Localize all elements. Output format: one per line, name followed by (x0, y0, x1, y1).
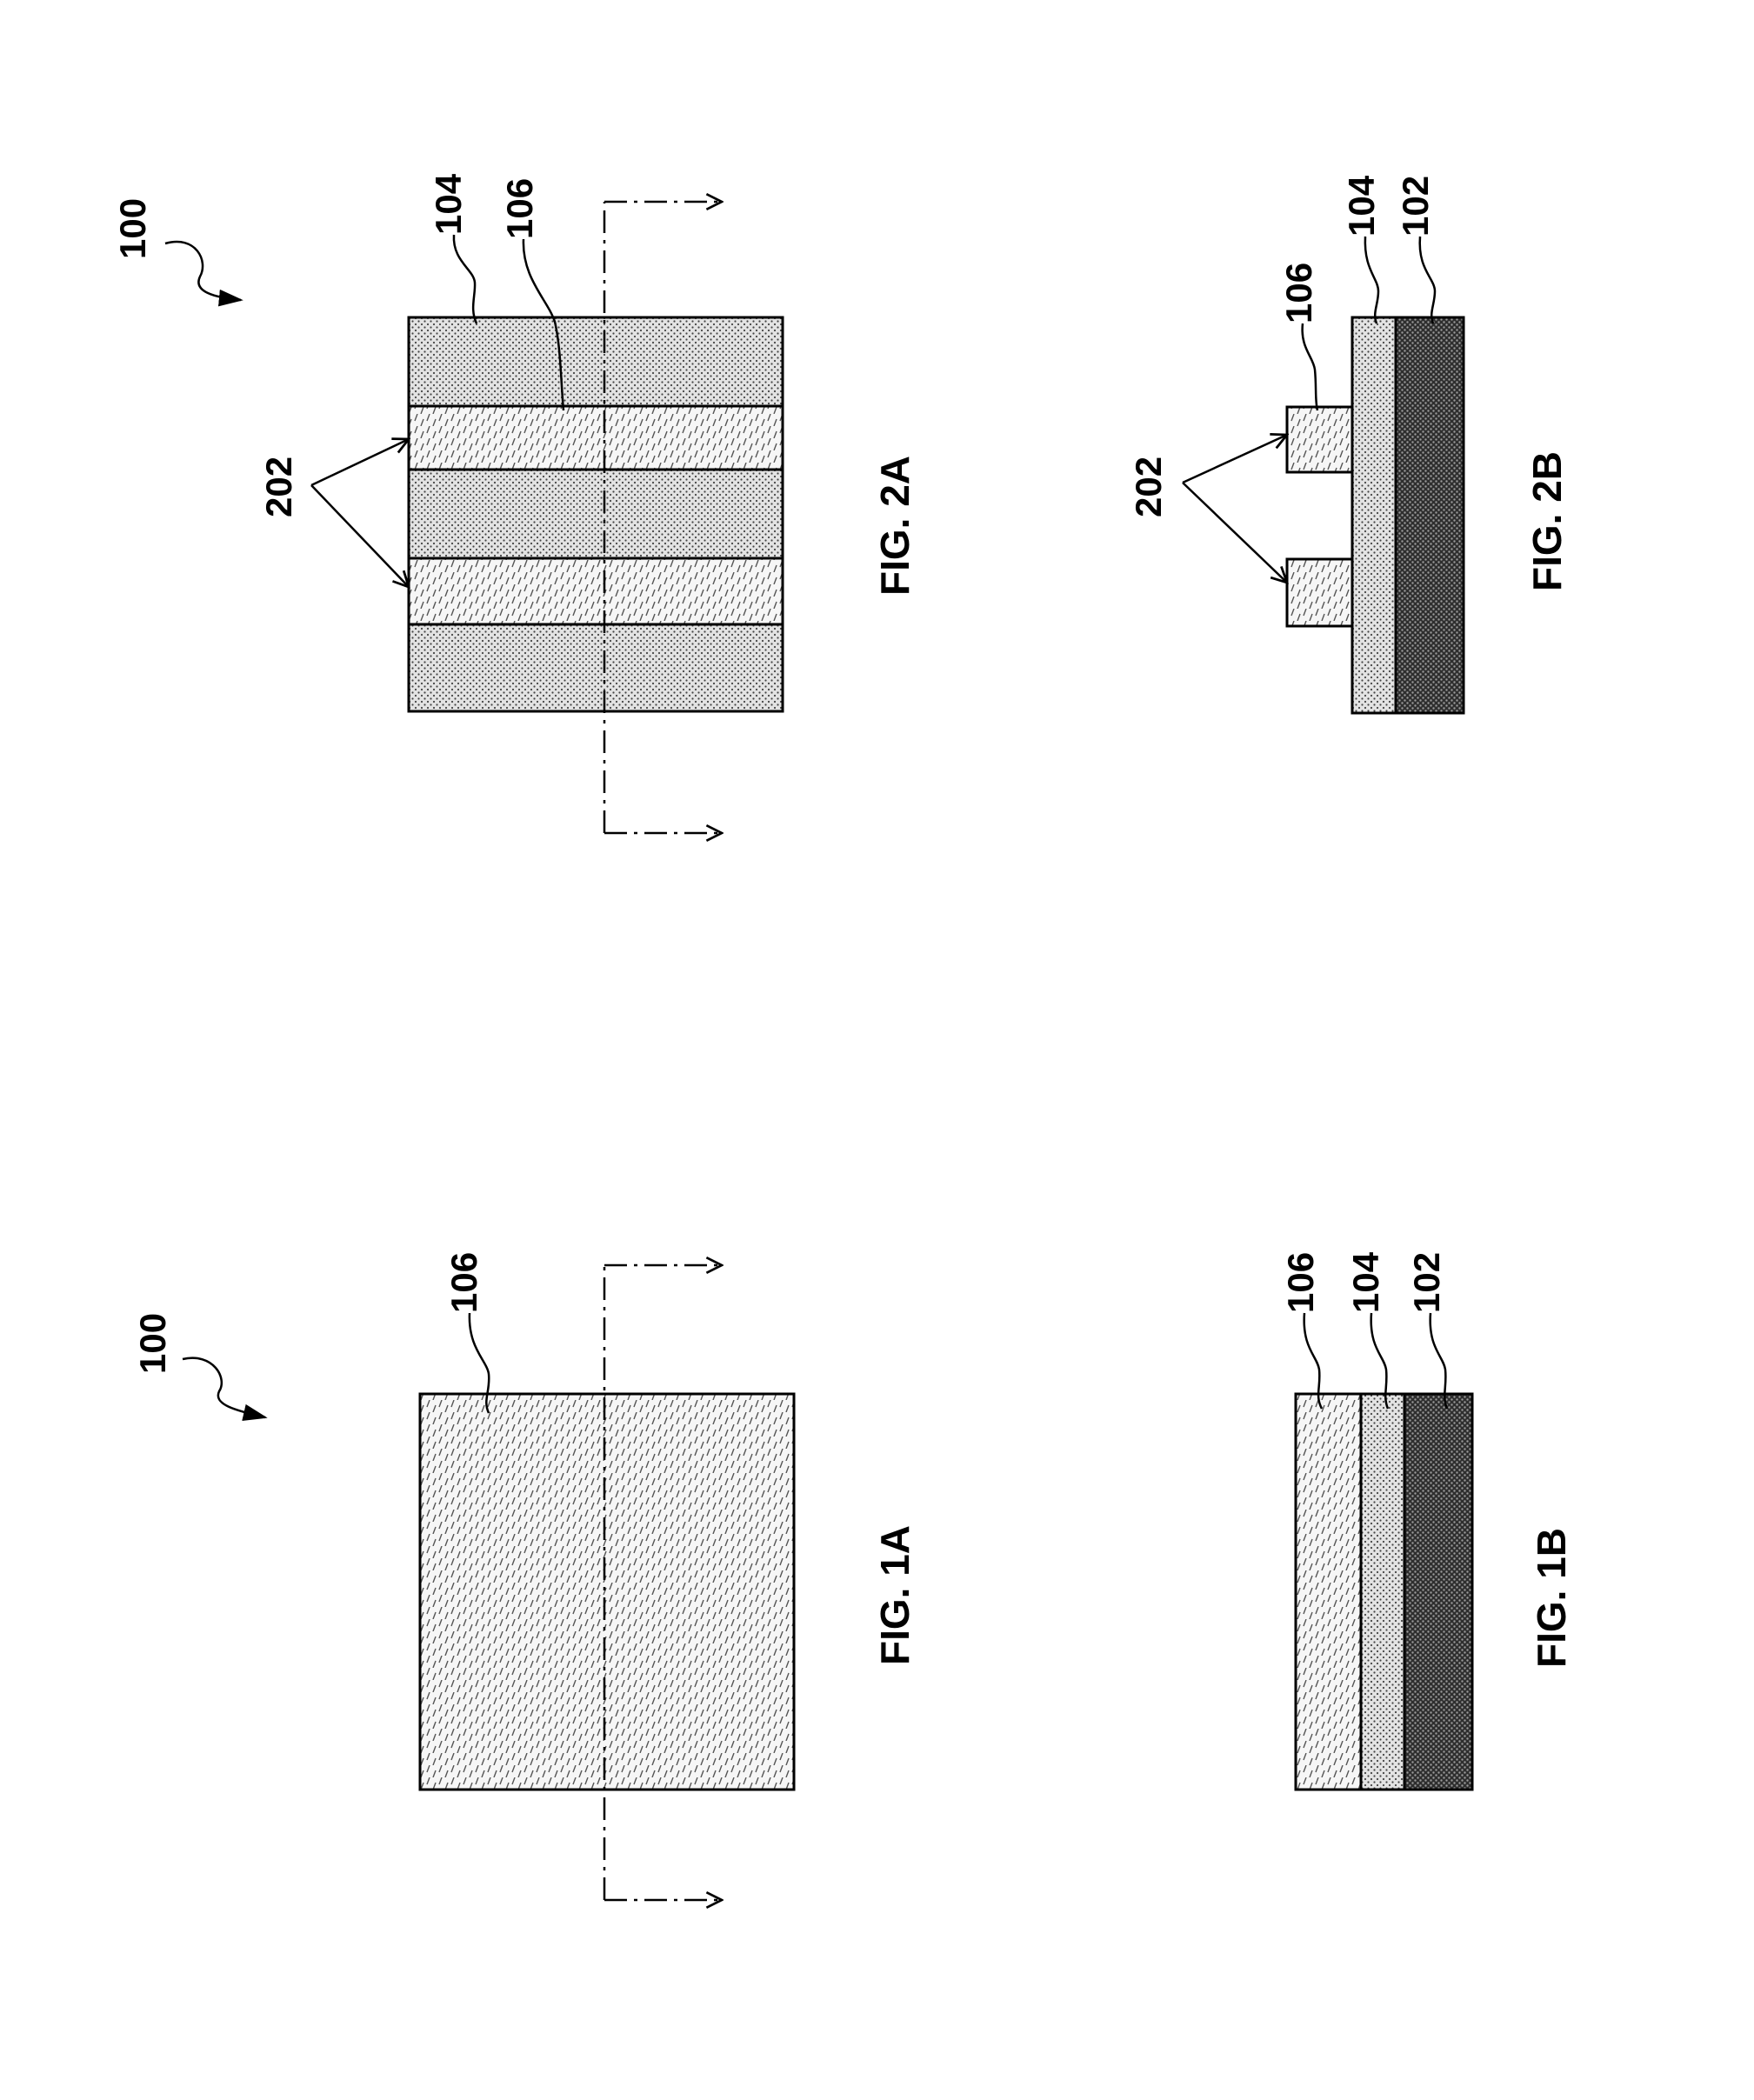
fig-2b: 106 104 102 202 FIG. 2B (1128, 175, 1570, 713)
fin-106 (1287, 407, 1352, 472)
ref-106-label: 106 (1278, 263, 1319, 323)
ref-102-leader (1420, 237, 1435, 323)
fig-2a-device (409, 317, 783, 711)
layer-106-fin (409, 558, 783, 624)
layer-102-substrate (1404, 1394, 1472, 1790)
ref-106-label: 106 (499, 178, 540, 239)
fig-2a: 100 104 106 202 FIG. 2A (112, 173, 917, 833)
fin-106 (1287, 559, 1352, 626)
ref-202-label: 202 (1128, 457, 1169, 517)
ref-104-leader (454, 235, 477, 323)
fig-2a-label: FIG. 2A (872, 456, 917, 596)
device-ref-arrow (165, 242, 241, 300)
device-ref-100: 100 (112, 198, 153, 259)
ref-202-arrow (1183, 435, 1287, 483)
ref-202-arrow (311, 485, 409, 587)
layer-106 (1296, 1394, 1361, 1790)
layer-106 (420, 1394, 794, 1790)
fig-2b-label: FIG. 2B (1524, 451, 1570, 591)
device-ref-arrow (183, 1358, 265, 1417)
layer-104-strip (409, 624, 783, 711)
layer-104-strip (409, 317, 783, 406)
ref-104-label: 104 (1345, 1251, 1386, 1313)
ref-104-label: 104 (428, 173, 469, 235)
layer-106-fin (409, 406, 783, 470)
ref-104-leader (1365, 237, 1378, 323)
fig-1b: 106 104 102 FIG. 1B (1280, 1251, 1574, 1790)
ref-106-label: 106 (1280, 1252, 1321, 1313)
ref-104-label: 104 (1341, 175, 1382, 237)
layer-104 (1361, 1394, 1404, 1790)
ref-102-label: 102 (1406, 1252, 1447, 1313)
ref-202-arrow (1183, 483, 1287, 583)
device-ref-100: 100 (132, 1313, 173, 1374)
fig-1b-label: FIG. 1B (1529, 1528, 1574, 1668)
ref-202-label: 202 (258, 457, 299, 517)
layer-102-substrate (1396, 317, 1464, 713)
fig-1a-label: FIG. 1A (872, 1525, 917, 1665)
fig-1a: 100 106 FIG. 1A (132, 1252, 917, 1900)
layer-104-strip (409, 470, 783, 558)
ref-106-label: 106 (444, 1252, 484, 1313)
ref-202-arrow (311, 439, 409, 485)
ref-102-label: 102 (1395, 176, 1436, 237)
ref-106-leader (1303, 323, 1317, 410)
layer-104 (1352, 317, 1396, 713)
